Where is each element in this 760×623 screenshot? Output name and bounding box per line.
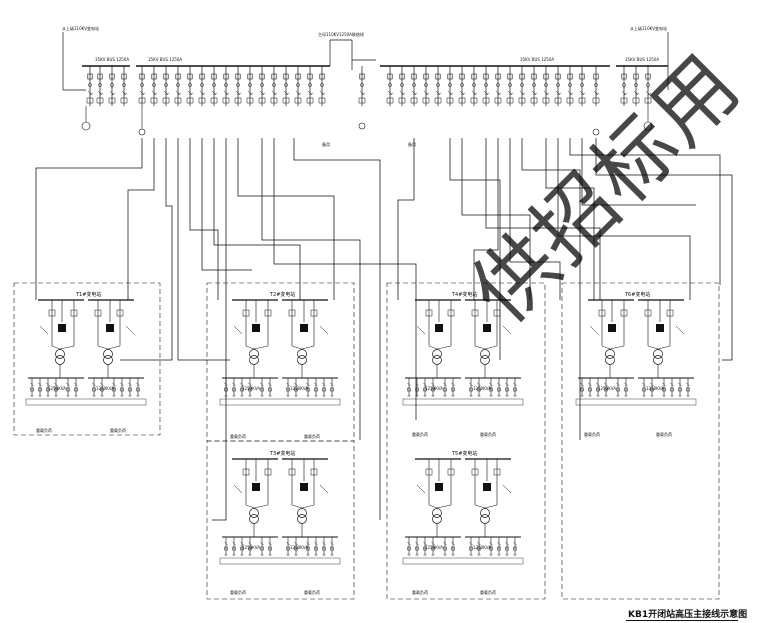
substation-t4-load-left: 重载负荷 bbox=[412, 431, 428, 437]
substation-t5-load-left: 重载负荷 bbox=[412, 589, 428, 595]
substation-t4-tx-left: 1250KVA bbox=[425, 386, 443, 391]
substation-t2 bbox=[220, 300, 340, 405]
bus-left-b-label: 35KV BUS 1250A bbox=[148, 57, 182, 62]
right-switchgear bbox=[351, 32, 669, 136]
bus-tie-label: 主母110KV1250A联络线 bbox=[318, 31, 364, 37]
substation-t6-load-right: 重载负荷 bbox=[656, 431, 672, 437]
substation-t5 bbox=[403, 459, 523, 564]
substation-t4 bbox=[403, 300, 523, 405]
substation-t5-tx-left: 1250KVA bbox=[425, 545, 443, 550]
substation-t6-tx-right: 1250KVA bbox=[646, 386, 664, 391]
substation-t2-load-right: 重载负荷 bbox=[304, 433, 320, 439]
substation-t6-tx-left: 1250KVA bbox=[598, 386, 616, 391]
substation-t1-tx-left: 1250KVA bbox=[48, 386, 66, 391]
substation-t3 bbox=[220, 459, 340, 564]
spare-right-label: 备用 bbox=[408, 141, 416, 147]
substation-t2-tx-left: 1250KVA bbox=[242, 386, 260, 391]
substation-t1 bbox=[26, 300, 146, 405]
bus-left-a-label: 35KV BUS 1250A bbox=[95, 57, 129, 62]
caption-underline bbox=[626, 620, 738, 621]
substation-t2-load-left: 重载负荷 bbox=[230, 433, 246, 439]
bus-right-b-label: 35KV BUS 1250A bbox=[625, 57, 659, 62]
substation-t4-tx-right: 1250KVA bbox=[473, 386, 491, 391]
substation-t3-load-left: 重载负荷 bbox=[230, 589, 246, 595]
substation-t3-title: T3#变电站 bbox=[269, 450, 295, 457]
diagram-caption: KB1开闭站高压主接线示意图 bbox=[628, 610, 748, 620]
substation-t3-tx-left: 1250KVA bbox=[242, 545, 260, 550]
substation-t3-load-right: 重载负荷 bbox=[304, 589, 320, 595]
spare-left-label: 备用 bbox=[322, 141, 330, 147]
substation-t2-title: T2#变电站 bbox=[269, 291, 295, 298]
substation-t3-tx-right: 1250KVA bbox=[290, 545, 308, 550]
substation-t4-title: T4#变电站 bbox=[451, 291, 477, 298]
feeder-cables bbox=[35, 138, 733, 521]
source-right-label: 从上级110KV变电站 bbox=[630, 25, 667, 31]
source-left-label: 从上级110KV变电站 bbox=[62, 25, 99, 31]
substation-t5-load-right: 重载负荷 bbox=[480, 589, 496, 595]
substation-t5-title: T5#变电站 bbox=[451, 450, 477, 457]
bus-tie-line bbox=[329, 39, 353, 66]
substation-t1-title: T1#变电站 bbox=[75, 291, 101, 298]
bus-right-a-label: 35KV BUS 1250A bbox=[520, 57, 554, 62]
substation-t1-tx-right: 1250KVA bbox=[96, 386, 114, 391]
substation-t6-load-left: 重载负荷 bbox=[584, 431, 600, 437]
substation-t6-title: T6#变电站 bbox=[624, 291, 650, 298]
substation-t4-load-right: 重载负荷 bbox=[480, 431, 496, 437]
substation-t2-tx-right: 1250KVA bbox=[290, 386, 308, 391]
left-switchgear bbox=[62, 32, 330, 136]
substation-frames bbox=[13, 282, 720, 600]
substation-t5-tx-right: 1250KVA bbox=[473, 545, 491, 550]
substation-t1-load-right: 重载负荷 bbox=[110, 427, 126, 433]
substation-t1-load-left: 重载负荷 bbox=[36, 427, 52, 433]
substation-t6 bbox=[576, 300, 696, 405]
